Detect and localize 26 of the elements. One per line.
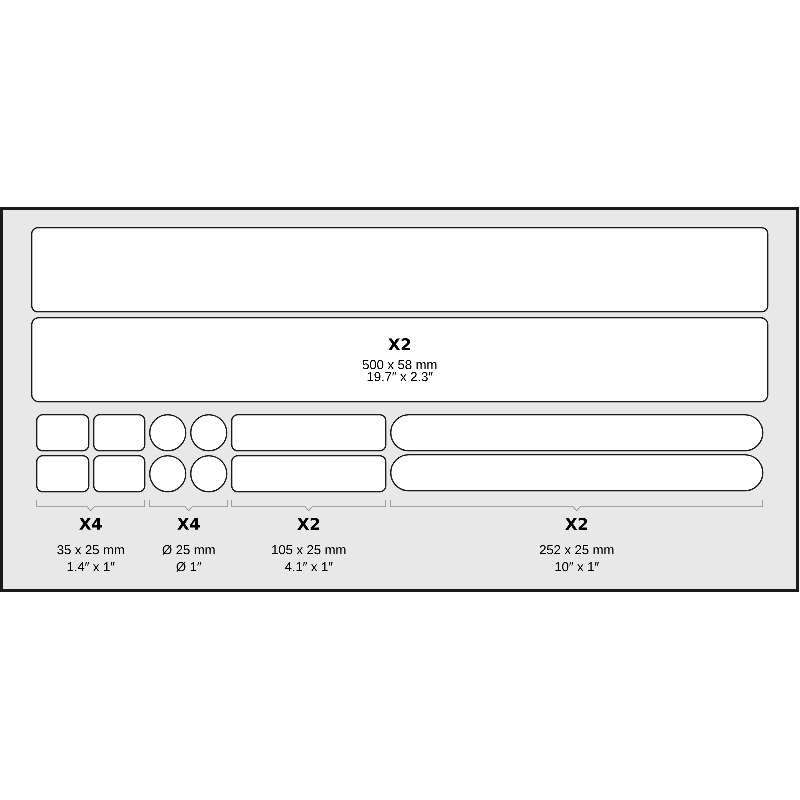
quantity-label: X4 xyxy=(178,518,200,530)
sticker-box xyxy=(93,455,146,493)
dimension-label: 4.1″ x 1″ xyxy=(285,562,333,572)
dimension-label: 35 x 25 mm xyxy=(58,545,124,555)
sticker-box xyxy=(231,455,387,493)
sticker-circle xyxy=(190,455,228,493)
sticker-box xyxy=(36,414,90,452)
dimension-label: 252 x 25 mm xyxy=(540,545,614,555)
dimension-label: 10″ x 1″ xyxy=(556,562,600,572)
sticker-circle xyxy=(149,455,187,493)
sticker-circle xyxy=(149,414,187,452)
sticker-strip xyxy=(390,414,764,452)
quantity-label: X2 xyxy=(566,518,588,530)
sticker-box: X2 500 x 58 mm 19.7″ x 2.3″ xyxy=(31,317,769,403)
dimension-label: 1.4″ x 1″ xyxy=(68,562,115,572)
sticker-circle xyxy=(190,414,228,452)
sticker-box xyxy=(31,227,769,313)
quantity-label: X2 xyxy=(298,518,320,530)
dimension-label: Ø 25 mm xyxy=(162,545,215,555)
dimension-label: Ø 1″ xyxy=(176,562,202,572)
sticker-box xyxy=(36,455,90,493)
quantity-label: X4 xyxy=(80,518,102,530)
sticker-box xyxy=(231,414,387,452)
sticker-strip xyxy=(390,454,764,492)
dimension-label: 105 x 25 mm xyxy=(272,545,346,555)
sticker-box xyxy=(93,414,146,452)
